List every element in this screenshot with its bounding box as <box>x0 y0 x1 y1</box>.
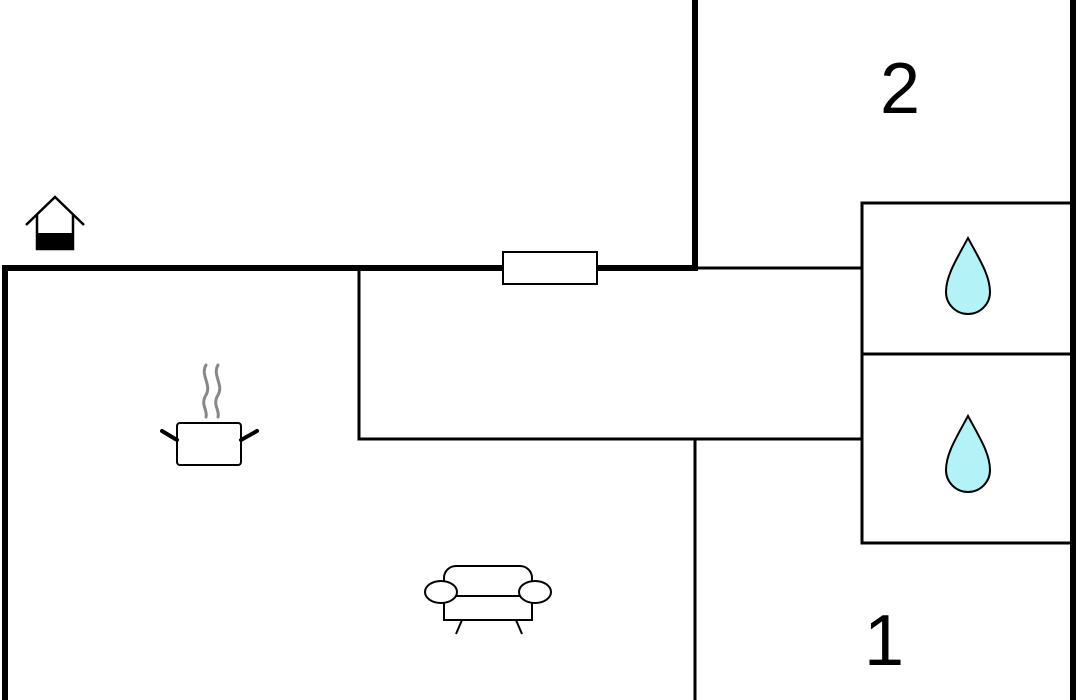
entrance-house-icon <box>25 195 85 251</box>
sofa-icon <box>424 565 552 635</box>
window-icon <box>502 251 598 285</box>
water-drop-icon <box>944 235 992 315</box>
room-number-2: 2 <box>880 49 920 129</box>
cooking-pot-icon <box>160 363 259 466</box>
room-number-1: 1 <box>864 601 904 681</box>
bathrooms-block <box>860 201 1075 545</box>
water-drop-icon <box>944 413 992 493</box>
